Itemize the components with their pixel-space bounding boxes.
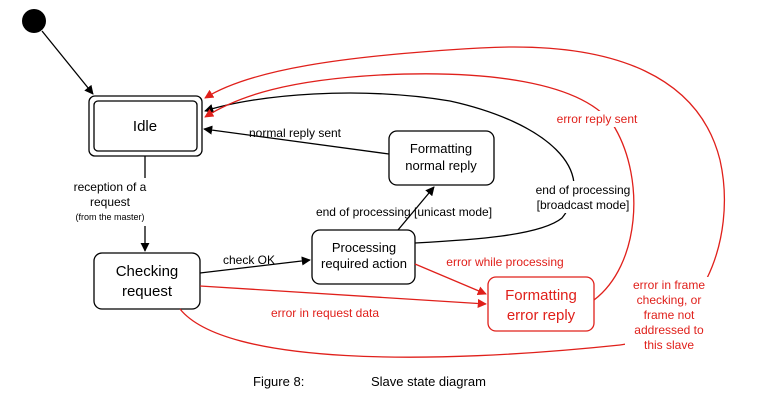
transition-unicast-label: end of processing [unicast mode] — [316, 205, 492, 219]
state-processing-label-line2: required action — [321, 256, 407, 271]
state-formatting-error-reply: Formatting error reply — [487, 276, 595, 332]
initial-transition-arrow — [41, 30, 94, 95]
transition-broadcast-label-line1: end of processing — [536, 183, 631, 197]
transition-check-ok-label: check OK — [223, 253, 275, 267]
state-formatting-normal-label-line2: normal reply — [405, 158, 477, 173]
transition-reception-note: (from the master) — [75, 212, 144, 222]
transition-check-ok-arrow — [199, 256, 311, 274]
transition-error-frame-label-bg — [625, 277, 715, 355]
state-processing-label-line1: Processing — [332, 240, 396, 255]
transition-error-processing-label: error while processing — [446, 255, 563, 269]
state-formatting-error-label-line2: error reply — [507, 307, 576, 324]
transition-error-frame-label-line4: addressed to — [634, 323, 704, 337]
transition-error-reply-sent-label-bg — [550, 111, 646, 127]
transition-error-frame-arrow — [179, 46, 726, 358]
state-formatting-normal-reply: Formatting normal reply — [388, 130, 495, 186]
transition-error-frame-label-line3: frame not — [644, 308, 695, 322]
transition-reception-label-bg — [64, 178, 160, 226]
state-checking-label-line2: request — [122, 283, 173, 300]
state-processing: Processing required action — [311, 229, 416, 285]
transition-error-frame-label-line2: checking, or — [637, 293, 702, 307]
state-checking-label-line1: Checking — [116, 263, 179, 280]
transition-error-frame-label-line5: this slave — [644, 338, 694, 352]
transition-unicast-arrow — [397, 186, 435, 231]
transition-error-reply-sent-label: error reply sent — [557, 112, 638, 126]
state-formatting-normal-label-line1: Formatting — [410, 141, 472, 156]
state-idle: Idle — [88, 95, 203, 157]
transition-error-request-arrow — [199, 285, 487, 309]
transition-broadcast-arrow — [204, 92, 575, 244]
transition-broadcast-label-line2: [broadcast mode] — [537, 198, 630, 212]
transition-error-processing-arrow — [414, 263, 487, 296]
transition-normal-reply-sent-label: normal reply sent — [249, 126, 342, 140]
transition-reception-label-line2: request — [90, 195, 131, 209]
transition-broadcast-label-bg — [528, 181, 640, 213]
transition-normal-reply-sent-arrow — [203, 125, 390, 155]
transition-reception-label-line1: reception of a — [74, 180, 147, 194]
state-formatting-error-label-line1: Formatting — [505, 287, 577, 304]
initial-state-dot — [22, 9, 46, 33]
figure-caption-label: Figure 8: — [253, 374, 304, 389]
transition-error-reply-sent-arrow — [204, 73, 635, 301]
state-checking-request: Checking request — [93, 252, 201, 310]
state-idle-label: Idle — [133, 118, 157, 135]
transition-error-frame-label-line1: error in frame — [633, 278, 705, 292]
transition-error-request-label: error in request data — [271, 306, 379, 320]
figure-caption-title: Slave state diagram — [371, 374, 486, 389]
